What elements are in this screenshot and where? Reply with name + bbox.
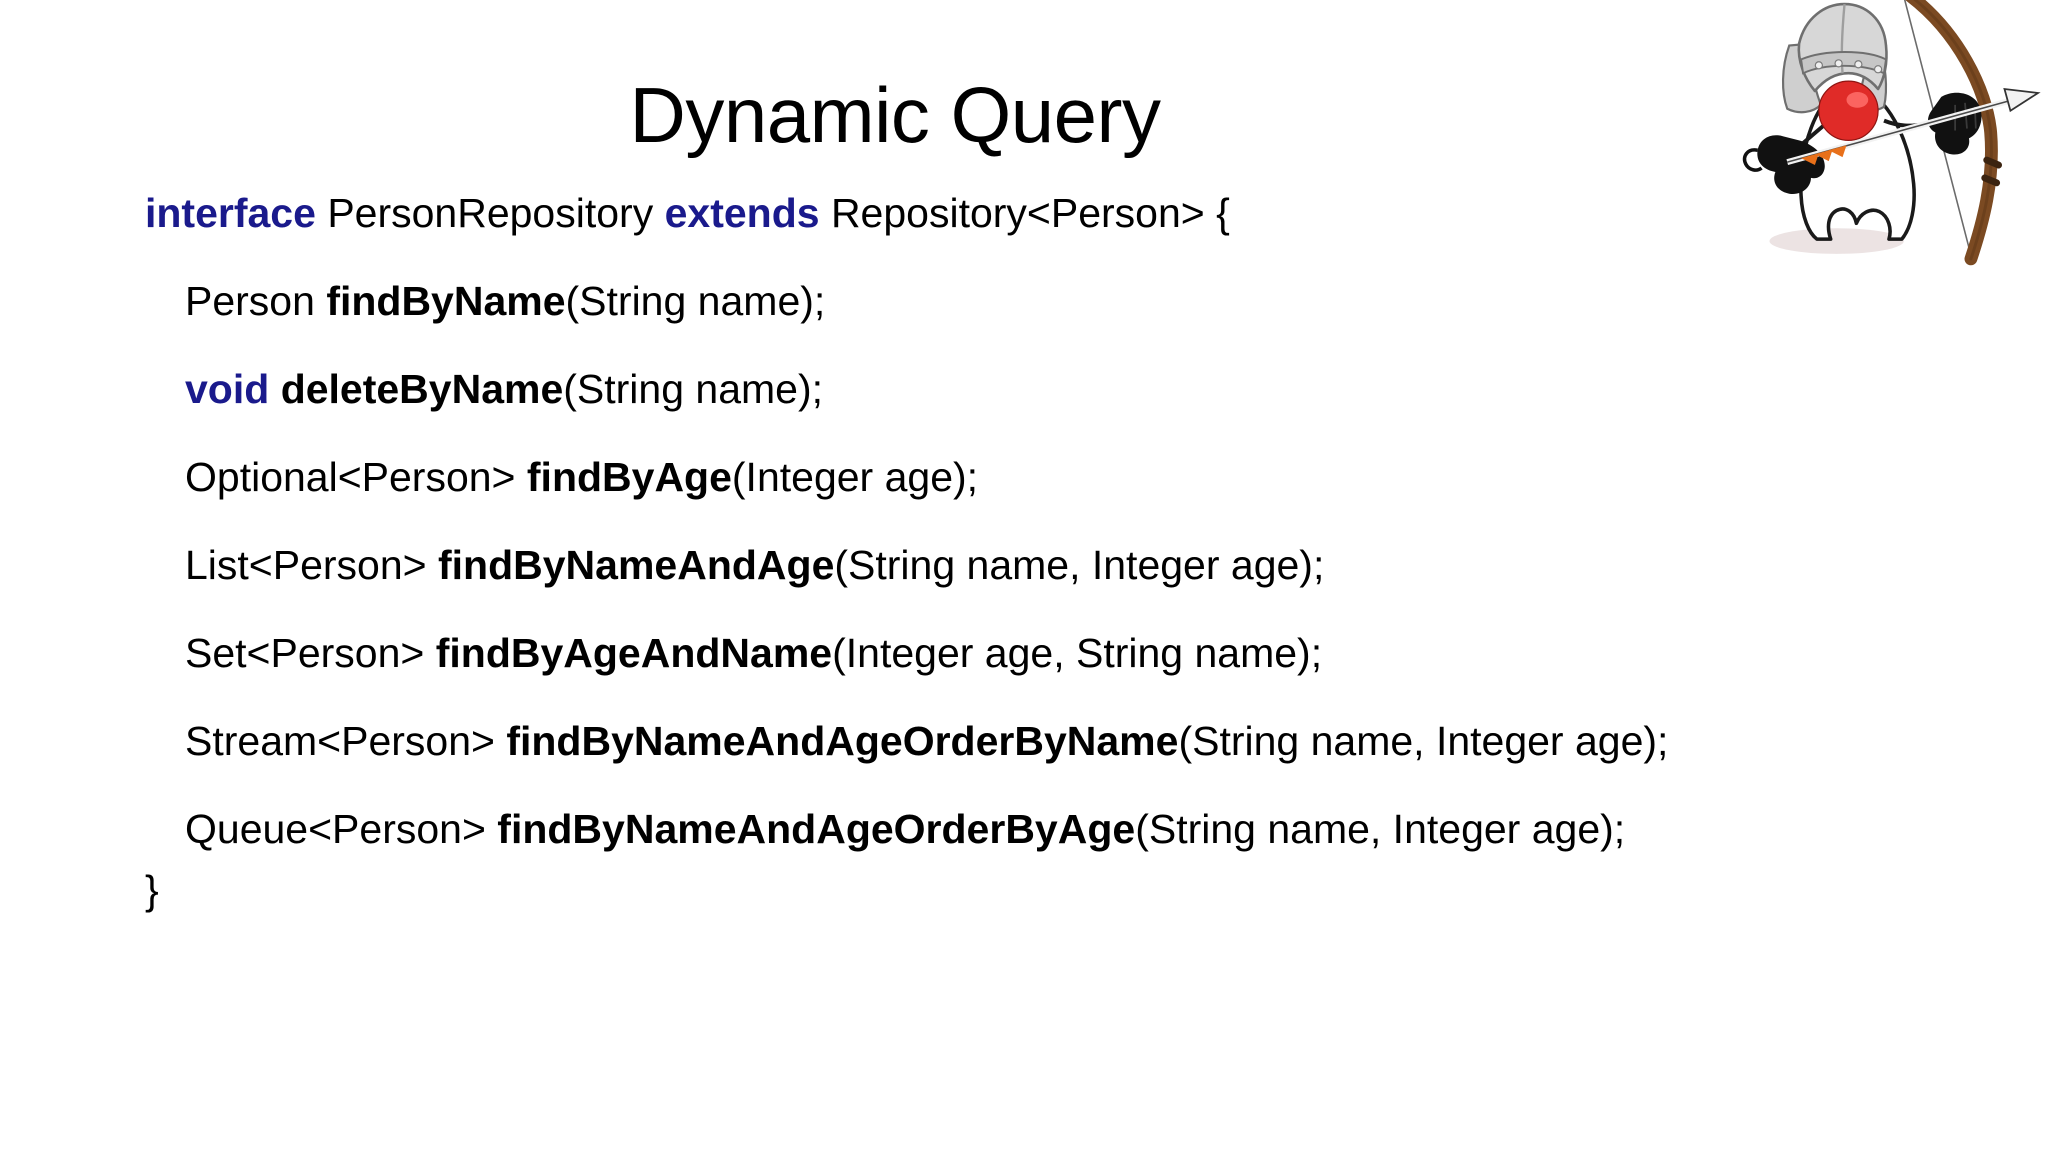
method-signature-line: void deleteByName(String name); bbox=[185, 368, 1945, 411]
code-block: interface PersonRepository extends Repos… bbox=[145, 190, 1945, 914]
return-type: Stream<Person> bbox=[185, 718, 507, 765]
bow-binding bbox=[1983, 156, 2003, 169]
return-type: void bbox=[185, 366, 270, 413]
helmet-rivet bbox=[1873, 65, 1883, 74]
method-name: deleteByName bbox=[269, 366, 564, 413]
method-signature-line: Set<Person> findByAgeAndName(Integer age… bbox=[185, 632, 1945, 675]
head-highlight bbox=[1846, 91, 1869, 108]
helmet-rivet bbox=[1854, 60, 1863, 69]
method-signature-line: Person findByName(String name); bbox=[185, 280, 1945, 323]
method-signature-line: List<Person> findByNameAndAge(String nam… bbox=[185, 544, 1945, 587]
method-signature-line: Queue<Person> findByNameAndAgeOrderByAge… bbox=[185, 808, 1945, 851]
arrow-fletching bbox=[1828, 145, 1847, 158]
bow-shading bbox=[1912, 0, 1993, 261]
supertype-name: Repository<Person> { bbox=[819, 190, 1230, 236]
mascot-head bbox=[1818, 80, 1879, 141]
arrowhead-icon bbox=[2003, 87, 2041, 113]
left-glove-icon bbox=[1757, 135, 1825, 194]
bow-icon bbox=[1905, 0, 1998, 266]
method-params: (String name, Integer age); bbox=[1178, 718, 1669, 765]
left-glove-thumb bbox=[1742, 148, 1763, 172]
method-params: (String name, Integer age); bbox=[1135, 806, 1626, 853]
method-name: findByNameAndAgeOrderByAge bbox=[497, 806, 1136, 853]
method-name: findByName bbox=[326, 278, 566, 325]
return-type: Person bbox=[185, 278, 327, 325]
arrow-fletching bbox=[1814, 149, 1833, 162]
return-type: Optional<Person> bbox=[185, 454, 527, 501]
keyword-extends: extends bbox=[664, 190, 820, 236]
method-params: (String name, Integer age); bbox=[834, 542, 1325, 589]
duke-archer-icon bbox=[1728, 0, 2044, 266]
method-params: (String name); bbox=[565, 278, 826, 325]
method-name: findByNameAndAgeOrderByName bbox=[506, 718, 1179, 765]
keyword-interface: interface bbox=[145, 190, 316, 236]
return-type: List<Person> bbox=[185, 542, 438, 589]
interface-name: PersonRepository bbox=[315, 190, 665, 236]
arrow-fletching bbox=[1801, 153, 1819, 166]
method-params: (Integer age); bbox=[731, 454, 979, 501]
method-signature-line: Optional<Person> findByAge(Integer age); bbox=[185, 456, 1945, 499]
return-type: Set<Person> bbox=[185, 630, 436, 677]
method-params: (String name); bbox=[563, 366, 824, 413]
helmet-rivet bbox=[1814, 61, 1823, 70]
method-name: findByAge bbox=[526, 454, 732, 501]
mascot-shadow bbox=[1769, 228, 1904, 254]
method-signature-line: Stream<Person> findByNameAndAgeOrderByNa… bbox=[185, 720, 1945, 763]
return-type: Queue<Person> bbox=[185, 806, 498, 853]
helmet-rivet bbox=[1834, 59, 1843, 68]
helmet-ridge bbox=[1840, 3, 1846, 74]
page-title: Dynamic Query bbox=[629, 71, 1161, 160]
method-name: findByNameAndAge bbox=[438, 542, 835, 589]
method-params: (Integer age, String name); bbox=[832, 630, 1323, 677]
interface-declaration-line: interface PersonRepository extends Repos… bbox=[145, 190, 1945, 236]
bow-binding bbox=[1981, 174, 2001, 187]
closing-brace: } bbox=[145, 867, 159, 914]
method-name: findByAgeAndName bbox=[435, 630, 833, 677]
